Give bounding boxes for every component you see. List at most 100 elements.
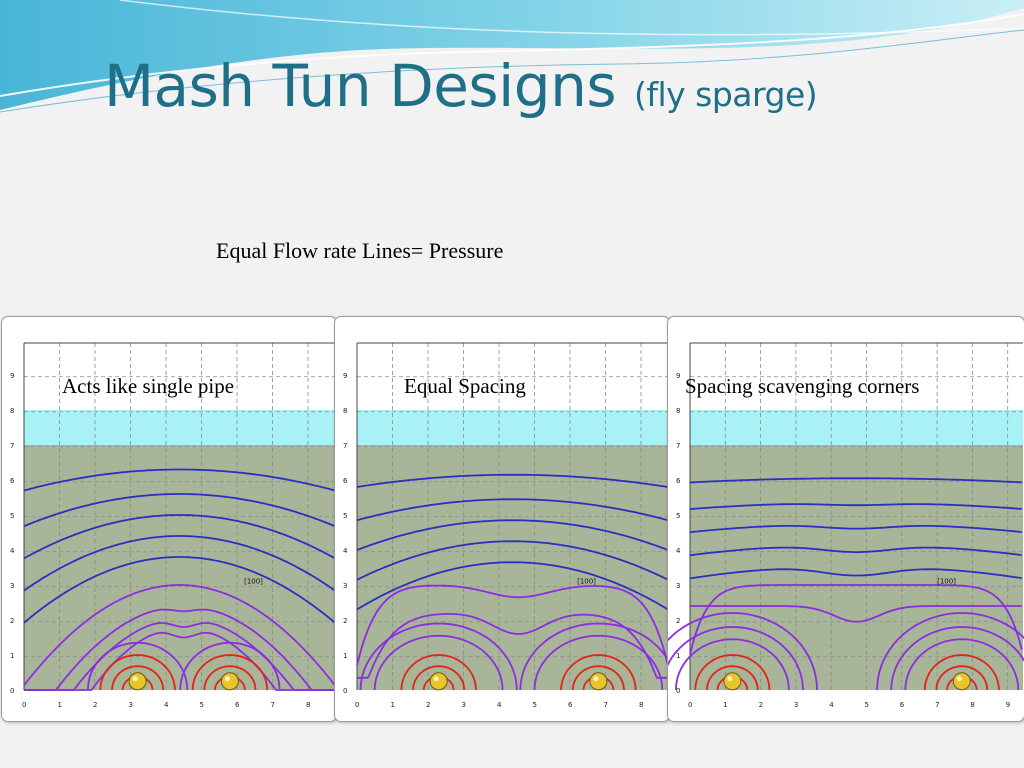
y-tick-label: 2 bbox=[343, 617, 347, 625]
flow-ring bbox=[87, 641, 189, 691]
x-tick-label: 2 bbox=[426, 701, 430, 709]
x-tick-label: 0 bbox=[688, 701, 692, 709]
y-tick-label: 7 bbox=[676, 442, 680, 450]
flow-line bbox=[689, 584, 1023, 655]
panel-label-scavenging-corners: Spacing scavenging corners bbox=[685, 374, 920, 398]
pressure-line bbox=[23, 556, 336, 624]
x-tick-label: 6 bbox=[235, 701, 240, 709]
y-tick-label: 1 bbox=[343, 652, 347, 660]
slide-title: Mash Tun Designs (fly sparge) bbox=[104, 52, 818, 120]
y-tick-label: 8 bbox=[676, 407, 680, 415]
x-tick-label: 4 bbox=[164, 701, 169, 709]
drain-ring bbox=[571, 665, 625, 691]
flow-ring bbox=[179, 641, 281, 691]
drain-pipe bbox=[429, 672, 448, 691]
flow-ring bbox=[675, 638, 790, 691]
panel-label-single-pipe: Acts like single pipe bbox=[62, 374, 235, 398]
drain-pipe bbox=[952, 672, 971, 691]
drain-ring bbox=[935, 665, 989, 691]
x-tick-label: 8 bbox=[639, 701, 643, 709]
pressure-line bbox=[689, 477, 1022, 484]
y-tick-label: 4 bbox=[343, 547, 348, 555]
x-tick-label: 9 bbox=[1006, 701, 1010, 709]
drain-pipe-highlight bbox=[224, 676, 230, 682]
water-layer bbox=[690, 410, 1023, 445]
drain-ring bbox=[706, 665, 759, 691]
y-tick-label: 2 bbox=[676, 617, 680, 625]
x-tick-label: 5 bbox=[200, 701, 204, 709]
x-tick-label: 5 bbox=[533, 701, 537, 709]
pressure-line bbox=[23, 514, 336, 560]
y-tick-label: 3 bbox=[343, 582, 347, 590]
drain-pipe-highlight bbox=[132, 676, 138, 682]
drain-ring bbox=[400, 654, 477, 691]
y-tick-label: 6 bbox=[676, 477, 681, 485]
y-tick-label: 3 bbox=[676, 582, 680, 590]
flow-line bbox=[23, 584, 336, 686]
x-tick-label: 3 bbox=[462, 701, 466, 709]
contour-marker-label: [100] bbox=[244, 577, 263, 585]
drain-pipe-highlight bbox=[727, 676, 733, 682]
drain-ring bbox=[694, 654, 771, 691]
y-tick-label: 5 bbox=[343, 512, 347, 520]
flow-ring bbox=[519, 622, 669, 691]
pressure-line bbox=[689, 568, 1022, 580]
drain-pipe bbox=[723, 672, 742, 691]
water-layer bbox=[24, 410, 335, 445]
y-tick-label: 5 bbox=[10, 512, 14, 520]
y-tick-label: 3 bbox=[10, 582, 14, 590]
y-tick-label: 1 bbox=[10, 652, 14, 660]
pressure-line bbox=[23, 493, 335, 528]
water-layer bbox=[357, 410, 668, 445]
x-tick-label: 3 bbox=[794, 701, 798, 709]
pressure-line bbox=[689, 525, 1022, 534]
drain-ring bbox=[191, 654, 269, 691]
flow-ring bbox=[904, 638, 1020, 691]
flow-line bbox=[690, 605, 1022, 623]
title-main: Mash Tun Designs bbox=[104, 52, 617, 120]
x-tick-label: 2 bbox=[93, 701, 97, 709]
y-tick-label: 7 bbox=[343, 442, 347, 450]
drain-ring bbox=[923, 654, 1000, 691]
drain-ring bbox=[111, 665, 165, 691]
x-tick-label: 0 bbox=[355, 701, 359, 709]
y-tick-label: 0 bbox=[676, 687, 680, 695]
x-tick-label: 6 bbox=[568, 701, 573, 709]
y-tick-label: 8 bbox=[343, 407, 347, 415]
y-tick-label: 0 bbox=[10, 687, 14, 695]
flow-ring bbox=[890, 626, 1024, 691]
contour-marker-label: [100] bbox=[577, 577, 596, 585]
grain-bed bbox=[24, 445, 335, 690]
flow-ring bbox=[373, 634, 504, 691]
y-tick-label: 6 bbox=[343, 477, 348, 485]
drain-pipe-highlight bbox=[433, 676, 439, 682]
pressure-line bbox=[23, 535, 336, 592]
header-wave-decoration bbox=[0, 0, 1024, 113]
flow-ring bbox=[533, 634, 664, 691]
y-tick-label: 8 bbox=[10, 407, 14, 415]
pressure-line bbox=[356, 519, 668, 551]
drain-pipe bbox=[589, 672, 608, 691]
drain-ring bbox=[412, 665, 466, 691]
y-tick-label: 9 bbox=[10, 372, 14, 380]
y-tick-label: 4 bbox=[10, 547, 15, 555]
pressure-line bbox=[689, 503, 1022, 510]
pressure-line bbox=[356, 498, 668, 522]
pressure-line bbox=[689, 546, 1022, 557]
drain-pipe bbox=[220, 672, 239, 691]
drain-ring bbox=[99, 654, 176, 691]
grain-bed bbox=[357, 445, 668, 690]
pressure-line bbox=[23, 468, 335, 492]
x-tick-label: 0 bbox=[22, 701, 26, 709]
drain-pipe bbox=[128, 672, 147, 691]
x-tick-label: 3 bbox=[129, 701, 133, 709]
flow-ring bbox=[359, 622, 518, 691]
drain-ring bbox=[203, 665, 257, 691]
flow-line bbox=[24, 608, 335, 691]
y-tick-label: 5 bbox=[676, 512, 680, 520]
